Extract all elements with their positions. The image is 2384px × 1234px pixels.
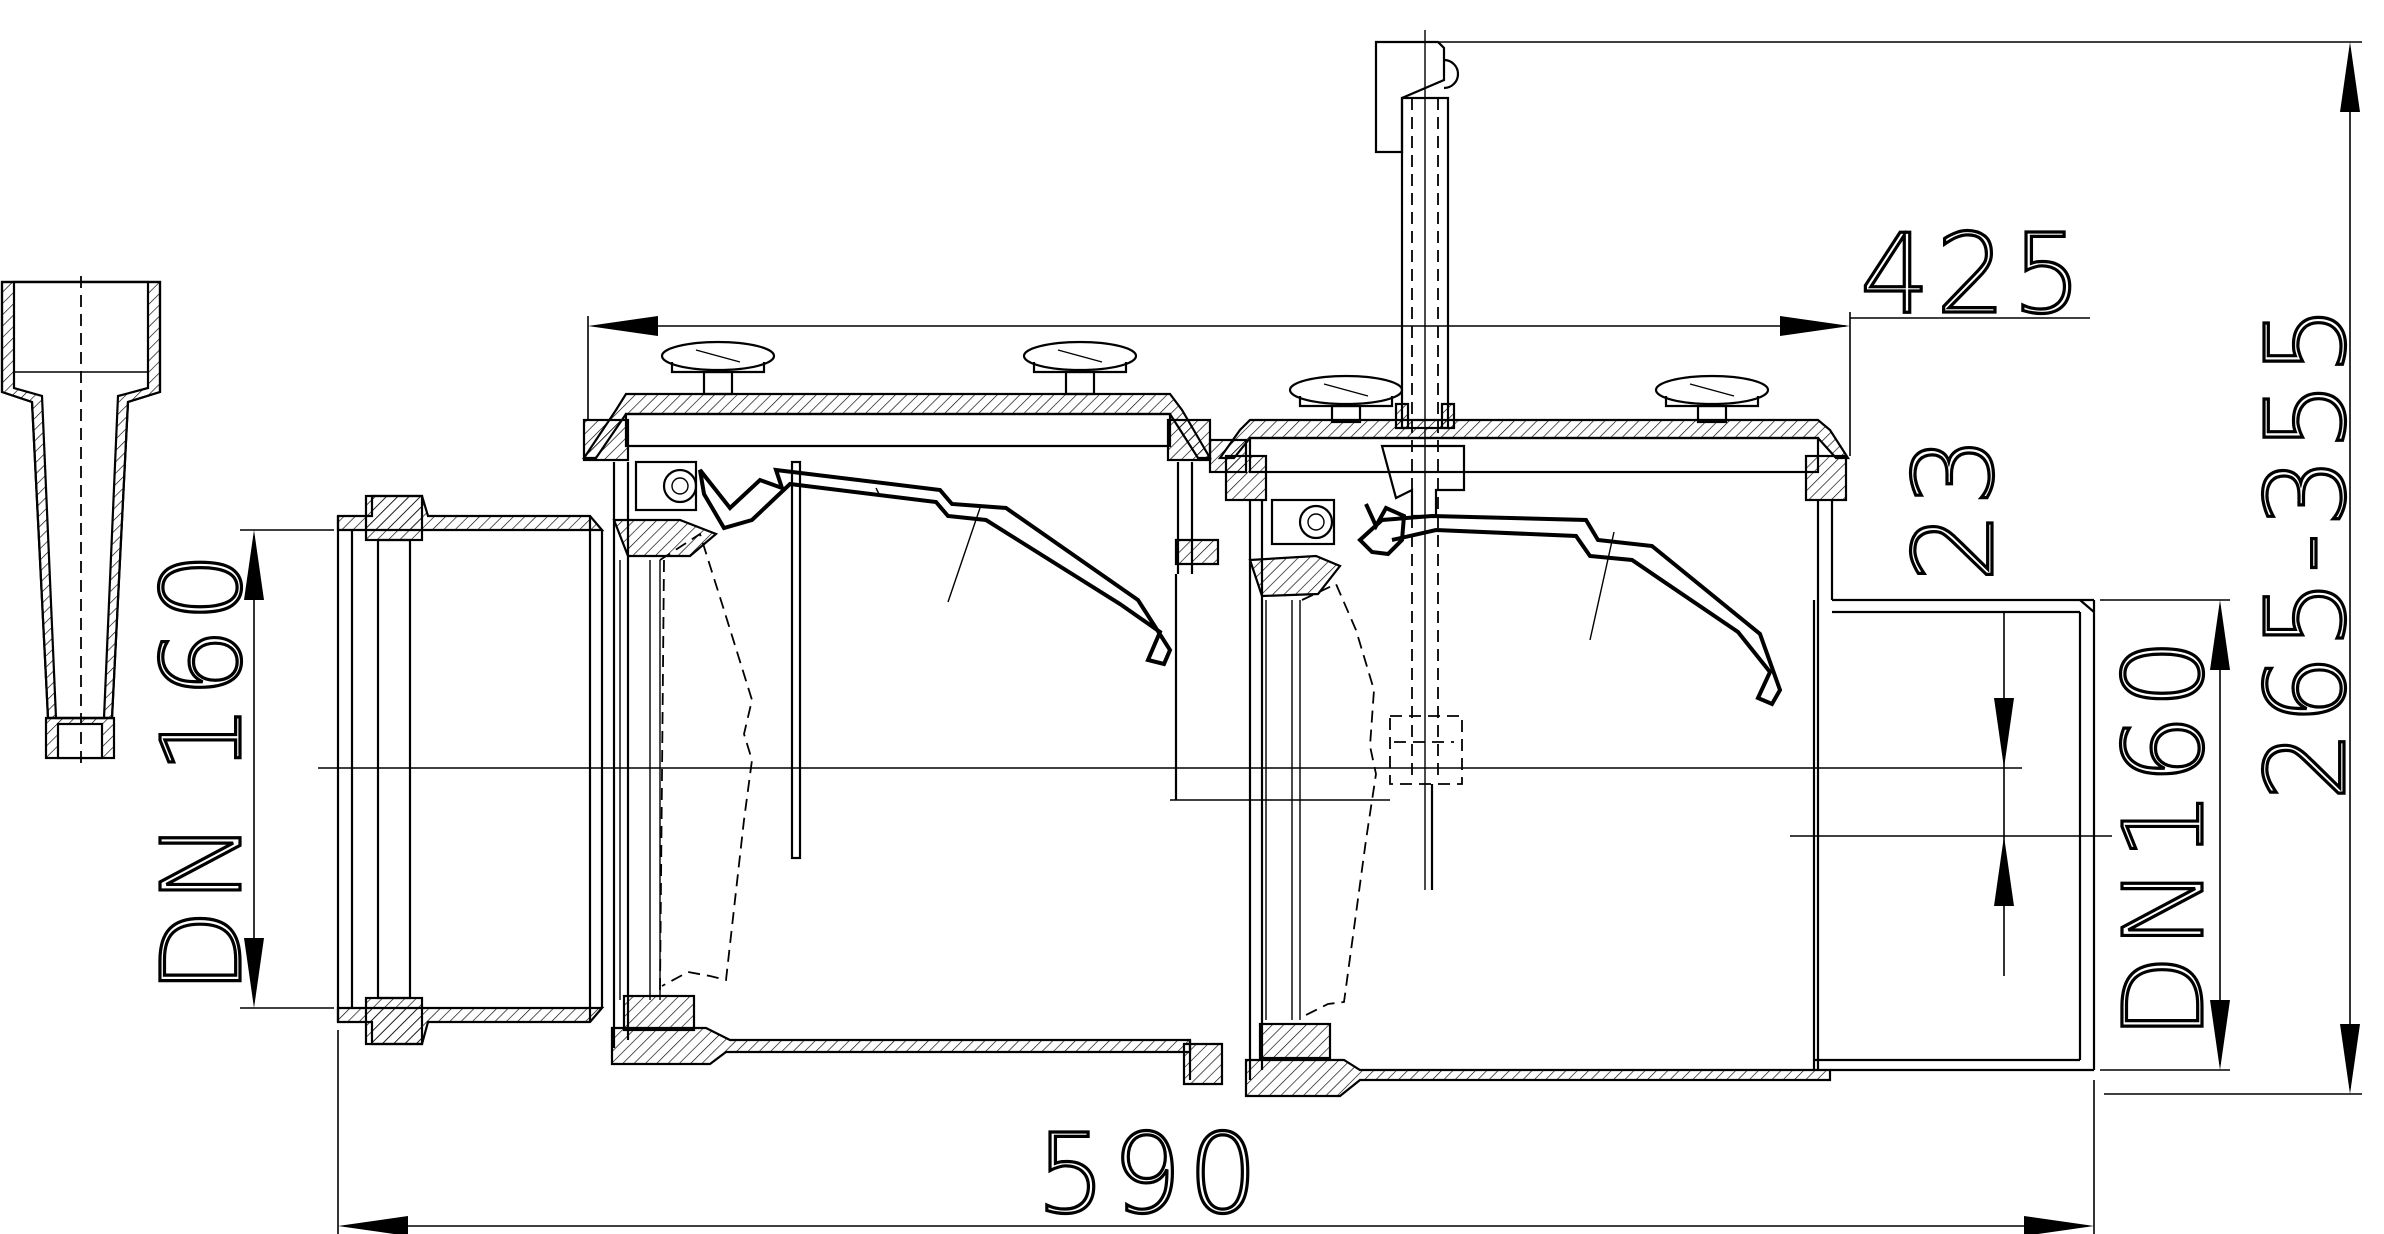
outlet-spigot xyxy=(1812,598,2096,1072)
dim-upper-length: 425 xyxy=(1860,210,2088,338)
dim-total-length: 590 xyxy=(1036,1110,1264,1234)
spare-plug-part xyxy=(0,276,162,766)
dim-outlet-dn: DN160 xyxy=(2100,633,2228,1040)
dim-inlet-dn: DN 160 xyxy=(138,546,266,994)
operating-handle xyxy=(1374,30,1466,890)
inlet-socket xyxy=(336,494,605,1046)
dimension-lines xyxy=(240,41,2362,1234)
left-valve-chamber xyxy=(581,340,1212,1066)
connection-sleeve xyxy=(1170,438,1390,1086)
lid-knob-2 xyxy=(1022,340,1138,396)
dim-height-range: 265-355 xyxy=(2242,299,2370,801)
dim-offset: 23 xyxy=(1890,430,2018,582)
lid-knob-1 xyxy=(660,340,776,396)
lid-knob-3 xyxy=(1288,374,1404,424)
right-valve-chamber xyxy=(1217,30,1851,1098)
lid-knob-4 xyxy=(1654,374,1770,424)
